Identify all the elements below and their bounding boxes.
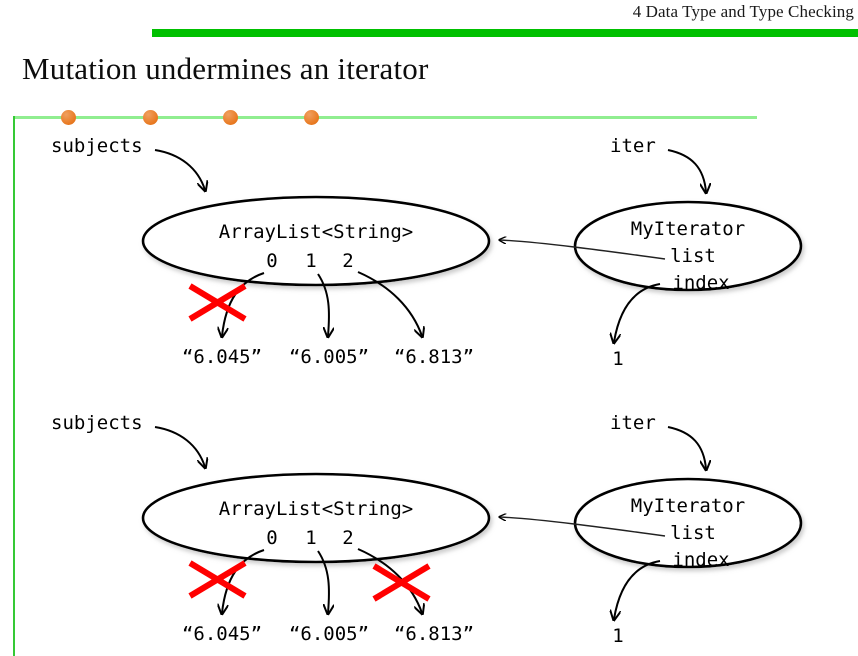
arraylist-element-1-2: “6.005”: [289, 623, 369, 645]
arraylist-type-label-2: ArrayList<String>: [219, 498, 413, 520]
arraylist-type-label-1: ArrayList<String>: [219, 221, 413, 243]
strikethrough-index0-2: [188, 560, 247, 599]
arraylist-index-1-1: 1: [305, 250, 316, 272]
diagram-before-remove: subjects iter ArrayList<String> 0 1 2 “6…: [51, 135, 803, 370]
header-rule: [152, 29, 858, 37]
arraylist-index-0-1: 0: [266, 250, 277, 272]
label-iter-1: iter: [610, 135, 656, 157]
arrow-index-field-to-value-2: [614, 560, 661, 619]
arraylist-index-2-2: 2: [342, 527, 353, 549]
myiterator-field-index-2: index: [672, 549, 729, 571]
arraylist-ellipse-1: [141, 195, 491, 287]
myiterator-field-list-1: list: [670, 245, 716, 267]
myiterator-field-list-2: list: [670, 522, 716, 544]
arrow-index0-to-element0-2: [222, 549, 265, 613]
myiterator-index-value-2: 1: [612, 625, 623, 647]
arraylist-element-2-1: “6.813”: [394, 346, 474, 368]
bullet-dot-1: [61, 110, 76, 125]
myiterator-ellipse-1: [573, 200, 803, 292]
myiterator-ellipse-2: [573, 477, 803, 569]
diagram-after-remove: subjects iter ArrayList<String> 0 1 2 “6…: [51, 412, 803, 647]
arrow-index-field-to-value-1: [614, 283, 661, 342]
bullet-dot-4: [304, 110, 319, 125]
arraylist-index-2-1: 2: [342, 250, 353, 272]
arrow-subjects-to-list-2: [154, 426, 205, 467]
strikethrough-index2-2: [372, 563, 431, 602]
myiterator-type-label-1: MyIterator: [631, 218, 745, 240]
arrow-list-field-to-arraylist-1: [500, 240, 666, 260]
page-title: Mutation undermines an iterator: [22, 51, 429, 86]
running-head: 4 Data Type and Type Checking: [632, 2, 854, 21]
myiterator-type-label-2: MyIterator: [631, 495, 745, 517]
arrow-index2-to-element2-2: [357, 548, 422, 613]
arrow-index2-to-element2-1: [357, 271, 422, 336]
arrow-list-field-to-arraylist-2: [500, 517, 666, 537]
arraylist-index-1-2: 1: [305, 527, 316, 549]
arrow-subjects-to-list-1: [154, 149, 205, 190]
arrow-index0-to-element0-1: [222, 272, 265, 336]
strikethrough-index0-1: [188, 283, 247, 322]
arraylist-element-2-2: “6.813”: [394, 623, 474, 645]
arrow-iter-to-iterator-1: [667, 149, 706, 192]
decorative-vertical-rule: [13, 116, 15, 656]
myiterator-field-index-1: index: [672, 272, 729, 294]
label-iter-2: iter: [610, 412, 656, 434]
arraylist-index-0-2: 0: [266, 527, 277, 549]
arraylist-ellipse-2: [141, 472, 491, 564]
label-subjects-1: subjects: [51, 135, 143, 157]
arrow-iter-to-iterator-2: [667, 426, 706, 469]
myiterator-index-value-1: 1: [612, 348, 623, 370]
decorative-horizontal-rule: [13, 116, 757, 119]
arrow-index1-to-element1-1: [317, 273, 329, 336]
arraylist-element-0-2: “6.045”: [182, 623, 262, 645]
bullet-dot-3: [223, 110, 238, 125]
label-subjects-2: subjects: [51, 412, 143, 434]
bullet-dot-2: [143, 110, 158, 125]
arraylist-element-1-1: “6.005”: [289, 346, 369, 368]
arrow-index1-to-element1-2: [317, 550, 329, 613]
arraylist-element-0-1: “6.045”: [182, 346, 262, 368]
